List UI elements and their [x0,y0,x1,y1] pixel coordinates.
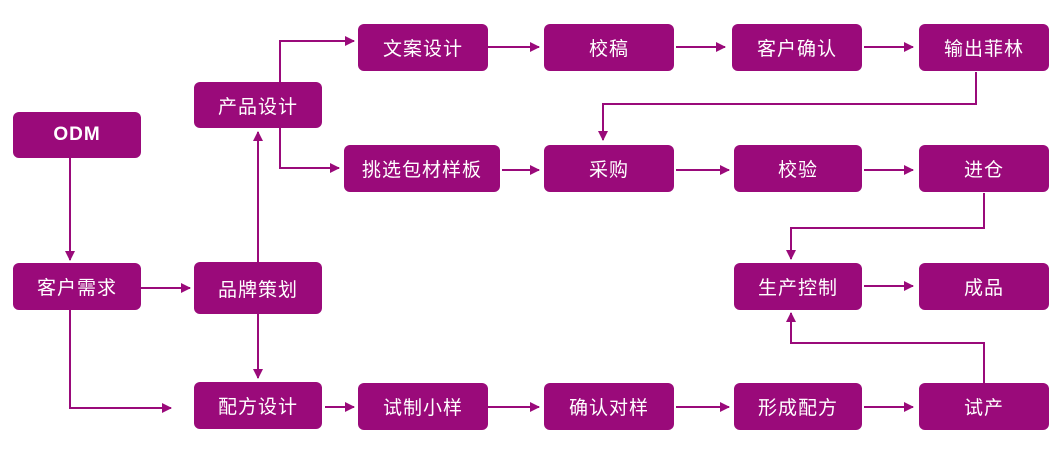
node-proofread: 校稿 [544,24,674,71]
node-inspection: 校验 [734,145,862,192]
arrow-output-film-to-purchase [598,72,977,141]
node-purchase: 采购 [544,145,674,192]
node-finished-product: 成品 [919,263,1049,310]
arrow-product-design-to-copy-design [279,36,355,82]
node-form-formula: 形成配方 [734,383,862,430]
arrow-product-design-to-select-packaging [279,128,340,173]
arrow-trial-production-to-production-control [786,312,985,383]
node-output-film: 输出菲林 [919,24,1049,71]
node-warehousing: 进仓 [919,145,1049,192]
node-confirm-sample: 确认对样 [544,383,674,430]
node-customer-confirm: 客户确认 [732,24,862,71]
node-formula-design: 配方设计 [194,382,322,429]
node-trial-sample: 试制小样 [358,383,488,430]
arrow-warehousing-to-production-control [786,193,985,260]
node-odm: ODM [13,112,141,158]
node-brand-planning: 品牌策划 [194,262,322,314]
node-production-control: 生产控制 [734,263,862,310]
node-product-design: 产品设计 [194,82,322,128]
node-customer-needs: 客户需求 [13,263,141,310]
node-copy-design: 文案设计 [358,24,488,71]
arrow-customer-needs-to-formula-design [69,310,172,413]
node-trial-production: 试产 [919,383,1049,430]
node-select-packaging: 挑选包材样板 [344,145,500,192]
